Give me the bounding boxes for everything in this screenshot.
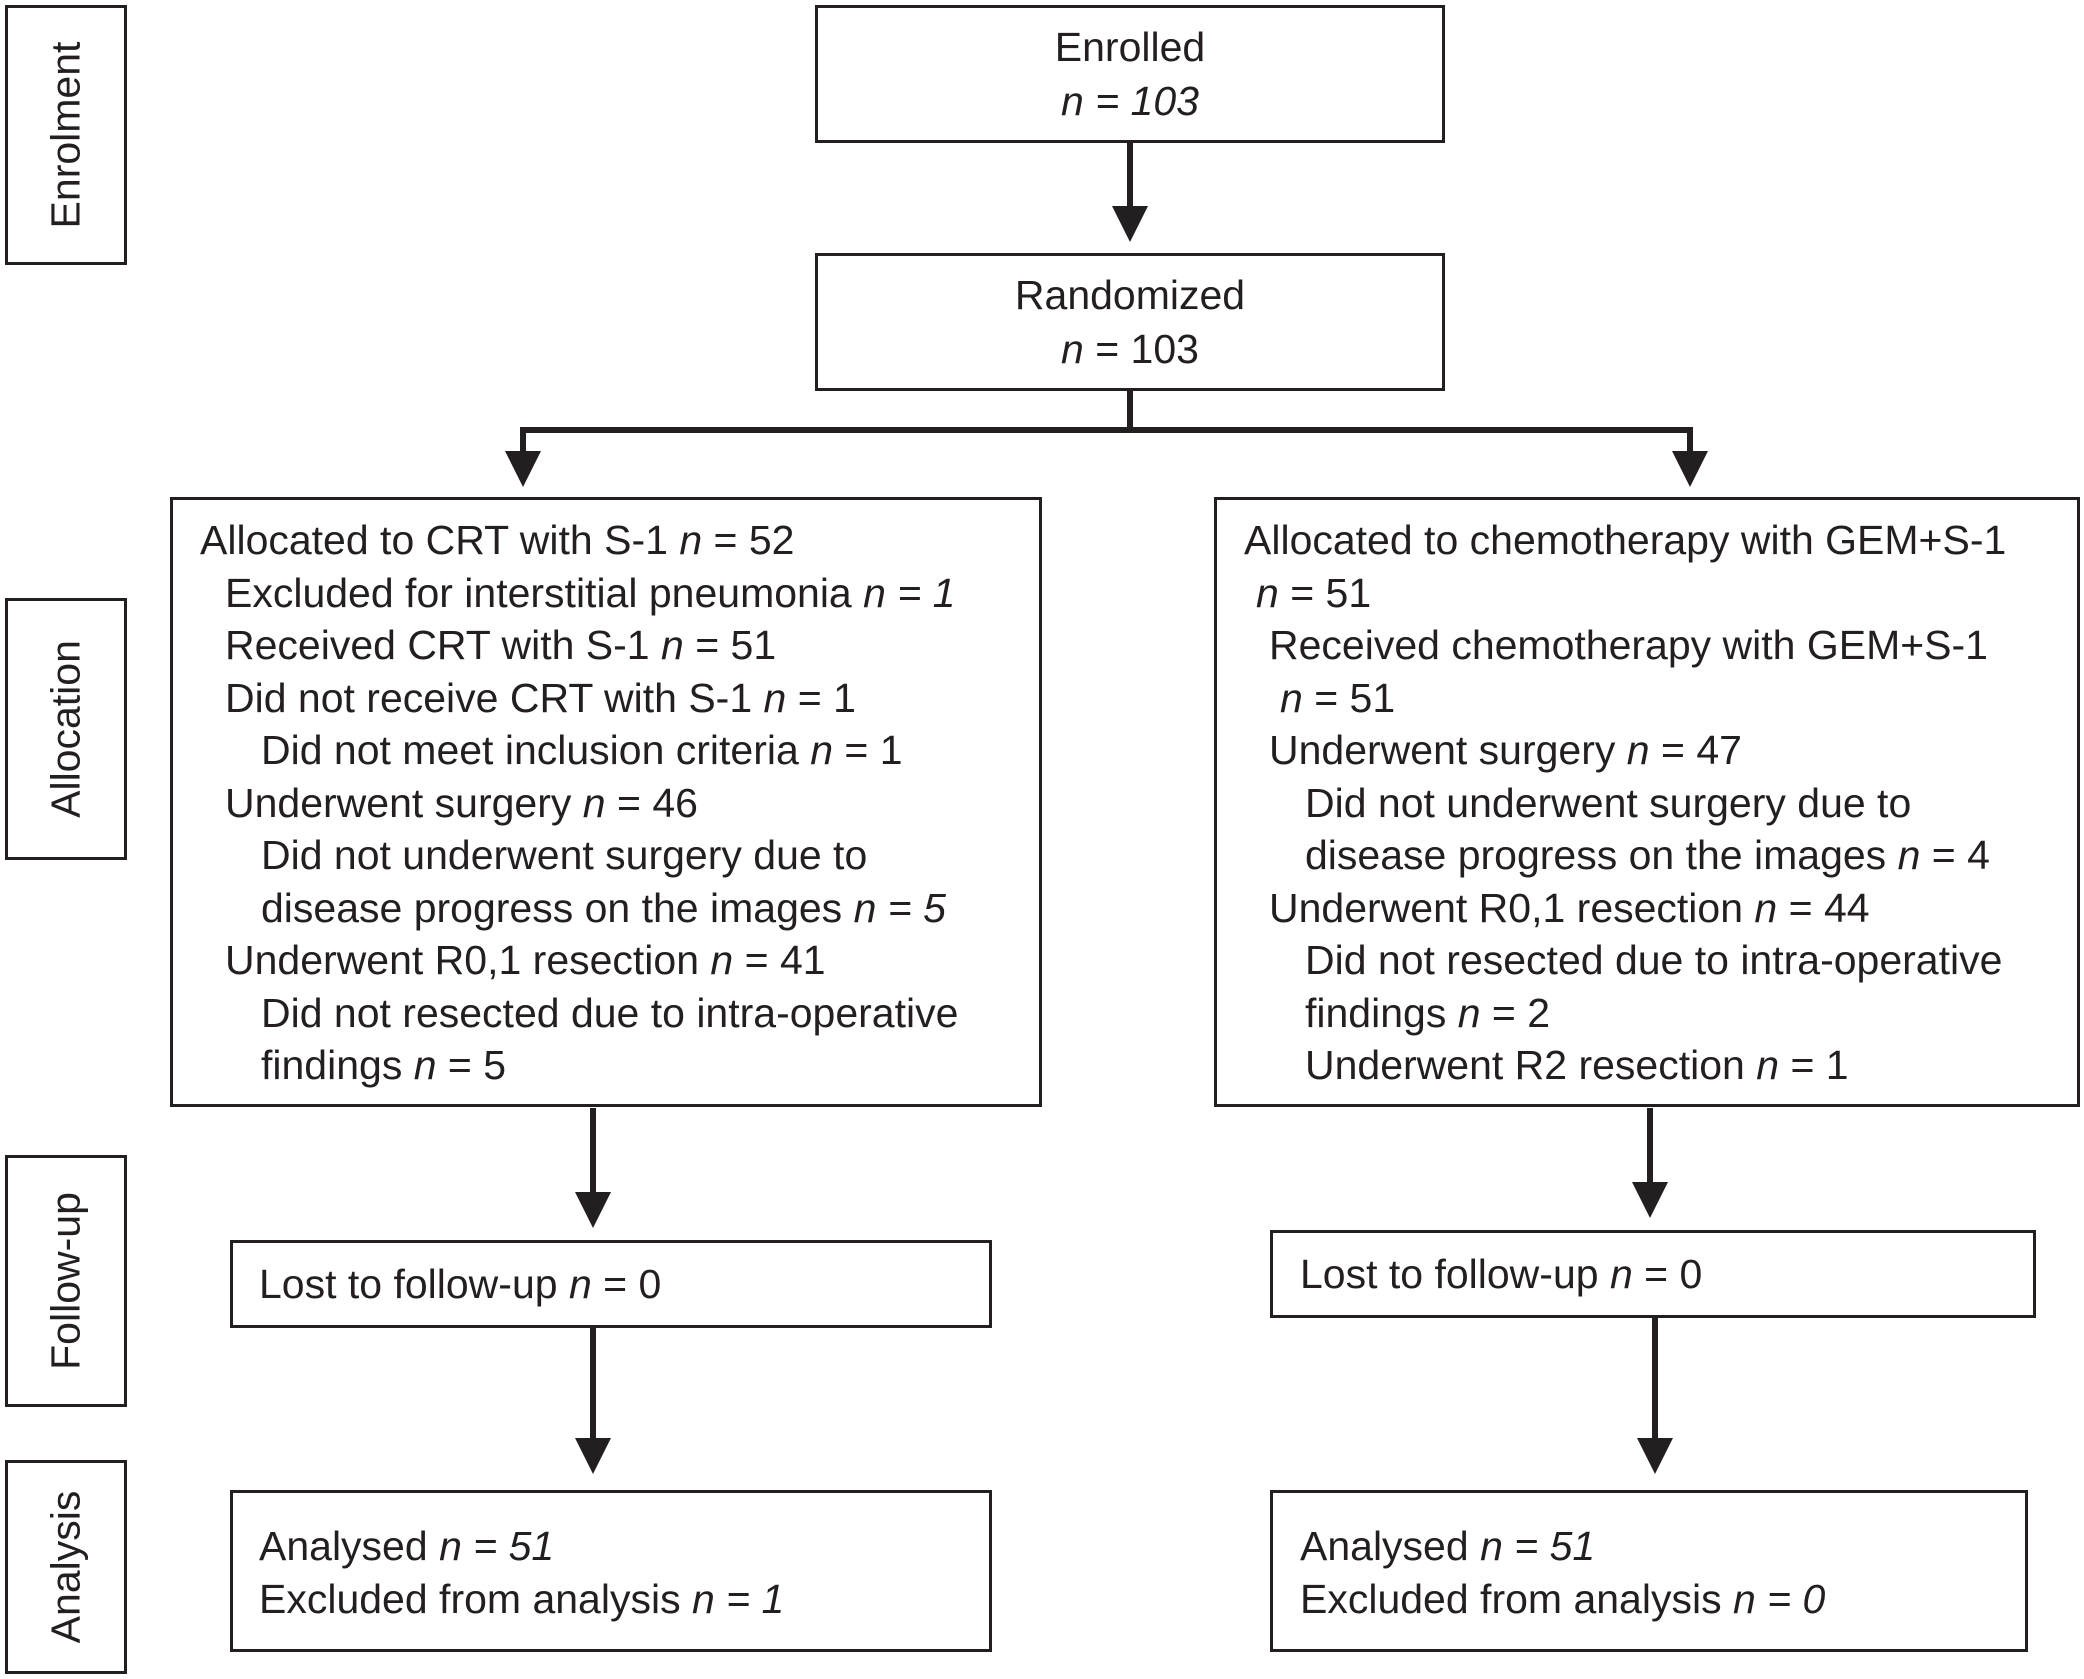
right-analysis-line: Analysed n = 51 — [1300, 1523, 1596, 1569]
right-allocation-box — [1214, 497, 2080, 1107]
right-alloc-line: n = 51 — [1280, 674, 1396, 721]
right-alloc-line: Did not resected due to intra-operative — [1305, 937, 2003, 983]
left-alloc-line: Excluded for interstitial pneumonia n = … — [225, 569, 956, 616]
left-alloc-line: Underwent R0,1 resection n = 41 — [225, 937, 826, 983]
stage-label-allocation: Allocation — [42, 640, 89, 818]
left-allocation-box — [170, 497, 1042, 1107]
enrolled-label: Enrolled — [1054, 24, 1206, 70]
left-allocation-text: Allocated to CRT with S-1 n = 52 Exclude… — [200, 514, 958, 1092]
right-alloc-line: Underwent surgery n = 47 — [1269, 727, 1742, 773]
randomized-label: Randomized — [1014, 272, 1246, 318]
right-alloc-line: Received chemotherapy with GEM+S-1 — [1269, 622, 1988, 668]
left-alloc-line: Received CRT with S-1 n = 51 — [225, 622, 777, 668]
randomized-box: Randomized n = 103 — [815, 253, 1445, 391]
stage-label-followup: Follow-up — [42, 1192, 89, 1370]
right-followup-box — [1270, 1230, 2036, 1318]
right-alloc-line: Allocated to chemotherapy with GEM+S-1 — [1244, 517, 2007, 563]
right-alloc-line: Did not underwent surgery due to — [1305, 779, 1912, 826]
left-alloc-line: findings n = 5 — [261, 1042, 507, 1088]
left-analysis-line: Excluded from analysis n = 1 — [259, 1575, 785, 1622]
right-alloc-line: n = 51 — [1256, 569, 1372, 616]
left-analysis-line: Analysed n = 51 — [259, 1523, 555, 1569]
stage-analysis: Analysis — [5, 1460, 127, 1674]
enrolled-count: n = 103 — [1061, 78, 1199, 124]
right-alloc-line: Underwent R2 resection n = 1 — [1305, 1042, 1849, 1088]
right-alloc-line: findings n = 2 — [1305, 989, 1551, 1036]
left-alloc-line: disease progress on the images n = 5 — [261, 884, 946, 931]
right-alloc-line: disease progress on the images n = 4 — [1305, 832, 1990, 878]
stage-followup: Follow-up — [5, 1155, 127, 1407]
left-followup-box — [230, 1240, 992, 1328]
stage-label-analysis: Analysis — [42, 1490, 89, 1644]
right-allocation-text: Allocated to chemotherapy with GEM+S-1 n… — [1244, 514, 2006, 1092]
stage-allocation: Allocation — [5, 598, 127, 860]
right-alloc-line: Underwent R0,1 resection n = 44 — [1269, 884, 1870, 931]
left-followup-text: Lost to follow-up n = 0 — [259, 1261, 662, 1307]
right-analysis-line: Excluded from analysis n = 0 — [1300, 1575, 1826, 1622]
right-analysis-text: Analysed n = 51 Excluded from analysis n… — [1300, 1520, 1825, 1625]
left-analysis-text: Analysed n = 51 Excluded from analysis n… — [259, 1520, 784, 1625]
stage-label-enrolment: Enrolment — [42, 41, 89, 229]
right-followup-text: Lost to follow-up n = 0 — [1300, 1251, 1703, 1297]
left-alloc-line: Did not underwent surgery due to — [261, 832, 868, 878]
right-analysis-box — [1270, 1490, 2028, 1652]
left-analysis-box — [230, 1490, 992, 1652]
stage-enrolment: Enrolment — [5, 5, 127, 265]
enrolled-box: Enrolled n = 103 — [815, 5, 1445, 143]
left-alloc-line: Did not resected due to intra-operative — [261, 989, 959, 1036]
randomized-count: n = 103 — [1061, 326, 1199, 372]
left-alloc-line: Underwent surgery n = 46 — [225, 779, 698, 826]
left-alloc-line: Did not receive CRT with S-1 n = 1 — [225, 674, 856, 721]
left-alloc-line: Did not meet inclusion criteria n = 1 — [261, 727, 903, 773]
left-alloc-line: Allocated to CRT with S-1 n = 52 — [200, 517, 795, 563]
